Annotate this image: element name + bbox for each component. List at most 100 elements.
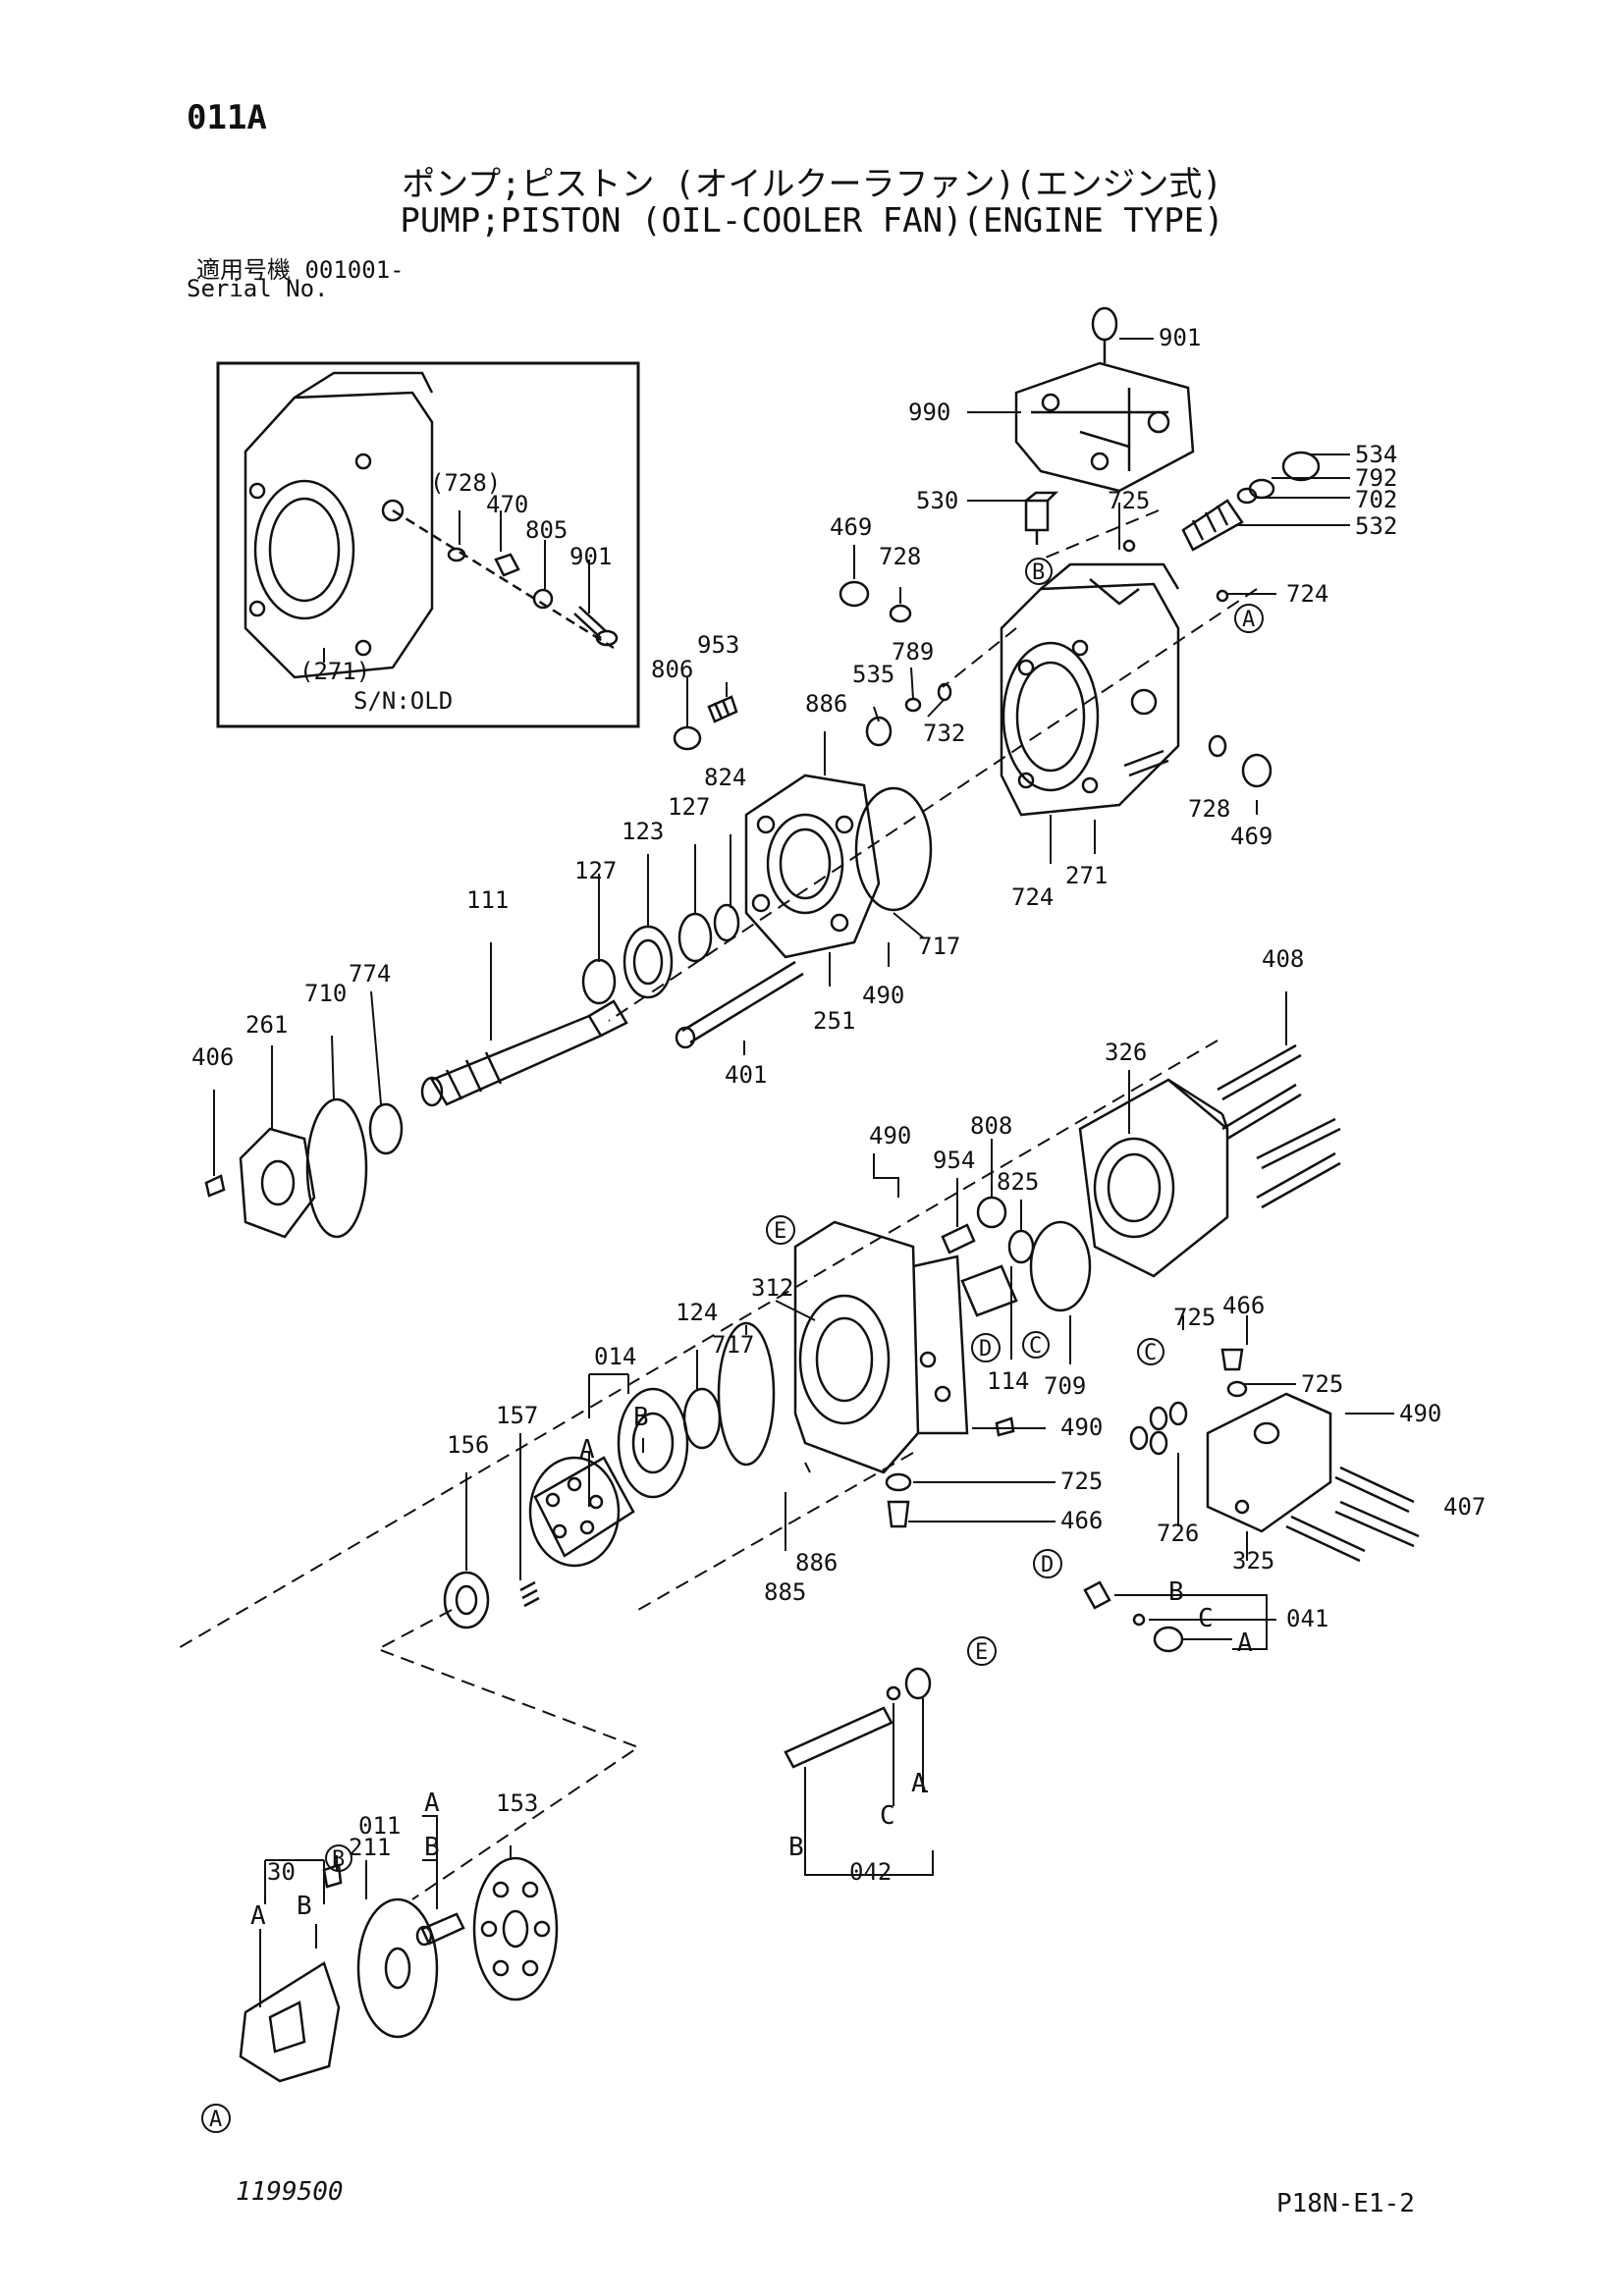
callout-724b: 724 — [1011, 883, 1054, 911]
callout-530: 530 — [916, 487, 958, 514]
leader-lines — [213, 338, 1394, 2007]
callout-886: 886 — [805, 690, 847, 718]
svg-text:A: A — [424, 1789, 440, 1818]
callout-535: 535 — [852, 661, 894, 688]
inset-frame — [216, 361, 640, 728]
callout-725b: 725 — [1060, 1468, 1103, 1495]
callout-114: 114 — [987, 1367, 1029, 1395]
plug-808-954 — [941, 1196, 1092, 1317]
pin-011 — [415, 1912, 465, 1947]
callout-041: 041 — [1286, 1605, 1328, 1632]
oring-717 — [717, 1321, 776, 1467]
callout-011: 011 — [358, 1812, 401, 1840]
group-letters: A B B C A A C B A B A B — [250, 1403, 1253, 1931]
applicable-serial-value: 001001- — [304, 256, 405, 284]
callout-406: 406 — [191, 1043, 234, 1071]
svg-text:A: A — [1242, 608, 1255, 632]
callout-774: 774 — [349, 960, 391, 988]
valve-530 — [1024, 491, 1059, 545]
callout-124: 124 — [676, 1299, 718, 1326]
svg-text:C: C — [1144, 1341, 1157, 1365]
callout-725d: 725 — [1301, 1370, 1343, 1398]
retainer-plate-153 — [472, 1856, 559, 2002]
inset-note: S/N:OLD — [353, 687, 453, 715]
callout-326: 326 — [1105, 1039, 1147, 1066]
pump-casing-271 — [1000, 562, 1180, 817]
callout-211: 211 — [349, 1834, 391, 1861]
callout-808: 808 — [970, 1112, 1012, 1140]
callout-534: 534 — [1355, 441, 1397, 468]
valve-cover-312 — [793, 1220, 969, 1474]
fittings-466-725 — [885, 1416, 1015, 1528]
inset-leaders — [323, 510, 590, 663]
callout-990: 990 — [908, 399, 950, 426]
callout-728b: 728 — [1188, 795, 1230, 823]
callout-806: 806 — [651, 656, 693, 683]
page-reference: P18N-E1-2 — [1276, 2189, 1415, 2218]
applicable-label: 適用号機 — [196, 256, 291, 284]
callout-408: 408 — [1262, 945, 1304, 973]
spring-157 — [519, 1580, 540, 1608]
callout-490b: 490 — [869, 1122, 911, 1149]
title-english: PUMP;PISTON (OIL-COOLER FAN)(ENGINE TYPE… — [400, 201, 1224, 240]
svg-text:E: E — [975, 1640, 988, 1665]
housing-small-parts — [839, 539, 1272, 788]
callout-490d: 490 — [1399, 1400, 1441, 1427]
inset-fittings — [392, 508, 619, 650]
callout-885: 885 — [764, 1578, 806, 1606]
swash-plate-30 — [239, 1863, 343, 2083]
callout-726: 726 — [1157, 1520, 1199, 1547]
callout-728-paren: (728) — [430, 469, 501, 497]
callout-271: 271 — [1065, 862, 1108, 889]
callout-127: 127 — [668, 793, 710, 821]
plug-953-806 — [673, 695, 738, 751]
orings-726 — [1129, 1348, 1248, 1456]
callout-717: 717 — [918, 933, 960, 960]
shoe-plate-211 — [356, 1897, 439, 2039]
callout-469b: 469 — [1230, 823, 1272, 850]
callout-724: 724 — [1286, 580, 1328, 608]
callout-901-inset: 901 — [569, 543, 612, 570]
callout-469: 469 — [830, 513, 872, 541]
svg-text:D: D — [1041, 1553, 1054, 1577]
port-block-251 — [744, 774, 933, 959]
callout-466: 466 — [1060, 1507, 1103, 1534]
tag-letters: B A E D C C D E B A — [209, 561, 1255, 2132]
svg-text:C: C — [880, 1801, 895, 1831]
callout-886b: 886 — [795, 1549, 838, 1576]
callout-042: 042 — [849, 1858, 892, 1886]
callout-717b: 717 — [712, 1331, 754, 1359]
page-code: 011A — [187, 98, 267, 137]
bolts-407 — [1285, 1466, 1420, 1563]
callout-014: 014 — [594, 1343, 636, 1370]
callout-157: 157 — [496, 1402, 538, 1429]
callout-954: 954 — [933, 1147, 975, 1174]
callout-792: 792 — [1355, 464, 1397, 492]
applicable-serial: 適用号機 001001- — [196, 250, 405, 285]
callout-325: 325 — [1232, 1547, 1274, 1575]
callout-470: 470 — [486, 491, 528, 518]
callout-153: 153 — [496, 1789, 538, 1817]
svg-text:E: E — [774, 1219, 786, 1244]
bearing-124 — [682, 1387, 722, 1450]
callout-401: 401 — [725, 1061, 767, 1089]
inset-housing — [244, 371, 434, 679]
callout-30: 30 — [267, 1858, 296, 1886]
cylinder-block-141 — [528, 1456, 635, 1568]
manifold-325 — [1206, 1392, 1332, 1533]
callout-710: 710 — [304, 980, 347, 1007]
callout-261: 261 — [245, 1011, 288, 1039]
callout-156: 156 — [447, 1431, 489, 1459]
svg-text:B: B — [1168, 1577, 1184, 1607]
callout-805: 805 — [525, 516, 568, 544]
callout-466b: 466 — [1222, 1292, 1265, 1319]
callout-732: 732 — [923, 720, 965, 747]
callout-789: 789 — [892, 638, 934, 666]
bearings-123-127 — [581, 903, 740, 1005]
svg-text:A: A — [250, 1901, 266, 1931]
svg-text:B: B — [297, 1892, 312, 1921]
svg-text:C: C — [1029, 1334, 1042, 1359]
svg-text:D: D — [979, 1337, 992, 1362]
svg-text:B: B — [332, 1847, 345, 1872]
svg-text:B: B — [633, 1403, 649, 1432]
